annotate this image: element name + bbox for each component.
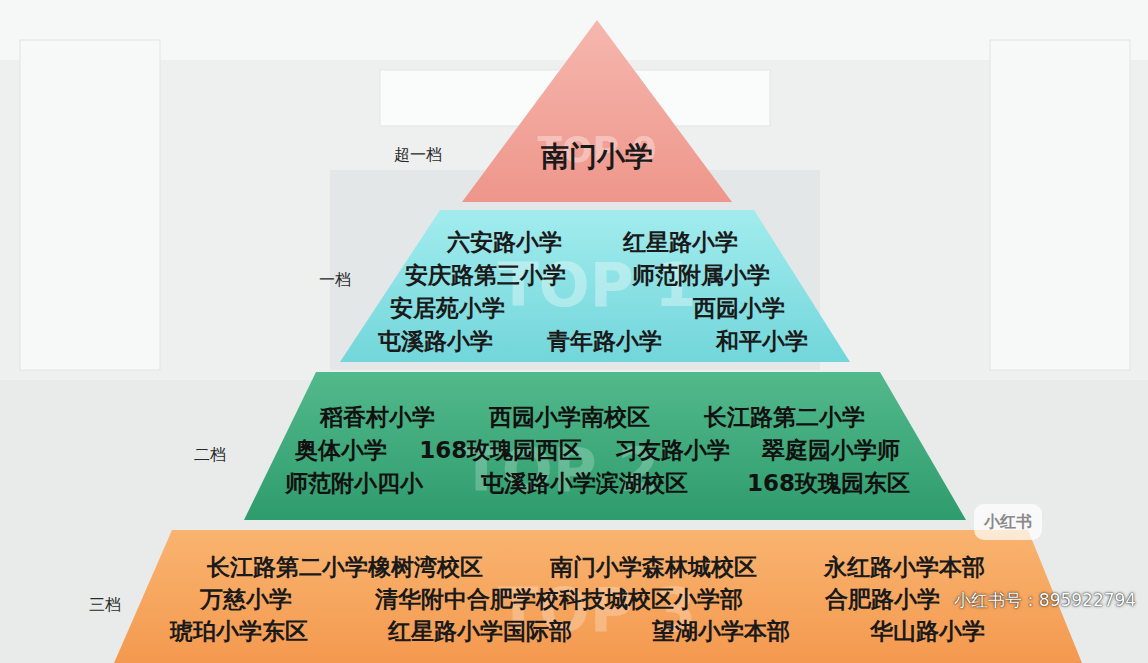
school-name: 永红路小学本部 bbox=[824, 554, 985, 582]
tier-label: 三档 bbox=[89, 595, 121, 614]
tier-label: 二档 bbox=[194, 445, 226, 464]
pyramid-tier: TOP 1一档六安路小学红星路小学安庆路第三小学师范附属小学安居苑小学西园小学屯… bbox=[0, 210, 1148, 362]
school-name: 翠庭园小学师 bbox=[762, 437, 900, 465]
school-name: 南门小学森林城校区 bbox=[550, 554, 757, 582]
tier-polygon bbox=[244, 372, 966, 520]
school-name: 168玫瑰园西区 bbox=[419, 437, 582, 465]
school-name: 青年路小学 bbox=[547, 328, 662, 356]
school-name: 清华附中合肥学校科技城校区小学部 bbox=[375, 586, 743, 614]
school-name: 南门小学 bbox=[541, 140, 653, 174]
school-name: 望湖小学本部 bbox=[652, 618, 790, 646]
tier-polygon bbox=[462, 20, 732, 202]
tier-polygon bbox=[340, 210, 850, 362]
pyramid-tier: TOP 2二档稻香村小学西园小学南校区长江路第二小学奥体小学168玫瑰园西区习友… bbox=[0, 372, 1148, 520]
tier-shape bbox=[0, 20, 1148, 202]
school-name: 习友路小学 bbox=[615, 437, 730, 465]
school-name: 屯溪路小学滨湖校区 bbox=[481, 470, 688, 498]
school-name: 红星路小学国际部 bbox=[388, 618, 572, 646]
school-name: 合肥路小学 bbox=[825, 586, 940, 614]
school-name: 168玫瑰园东区 bbox=[747, 470, 910, 498]
tier-label: 超一档 bbox=[394, 145, 442, 164]
tier-label: 一档 bbox=[319, 270, 351, 289]
school-name: 师范附小四小 bbox=[285, 470, 423, 498]
school-name: 和平小学 bbox=[716, 328, 808, 356]
floor bbox=[0, 380, 1148, 663]
school-name: 安庆路第三小学 bbox=[405, 262, 566, 290]
school-name: 屯溪路小学 bbox=[378, 328, 493, 356]
account-watermark: 小红书号：895922794 bbox=[954, 590, 1136, 610]
school-name: 奥体小学 bbox=[295, 437, 387, 465]
window bbox=[990, 40, 1130, 370]
ceiling bbox=[0, 0, 1148, 60]
school-name: 琥珀小学东区 bbox=[170, 618, 308, 646]
school-name: 六安路小学 bbox=[447, 229, 562, 257]
school-name: 安居苑小学 bbox=[390, 295, 505, 323]
school-name: 稻香村小学 bbox=[320, 404, 435, 432]
school-name: 华山路小学 bbox=[870, 618, 985, 646]
school-name: 西园小学 bbox=[693, 295, 785, 323]
school-name: 红星路小学 bbox=[623, 229, 738, 257]
platform-badge: 小红书 bbox=[974, 504, 1042, 539]
window bbox=[20, 40, 160, 370]
school-name: 师范附属小学 bbox=[632, 262, 770, 290]
school-name: 万慈小学 bbox=[200, 586, 292, 614]
school-name: 西园小学南校区 bbox=[489, 404, 650, 432]
school-name: 长江路第二小学 bbox=[704, 404, 865, 432]
school-name: 长江路第二小学橡树湾校区 bbox=[207, 554, 483, 582]
tier-polygon bbox=[114, 530, 1082, 663]
pyramid-tier: TOP 0超一档南门小学 bbox=[0, 20, 1148, 202]
